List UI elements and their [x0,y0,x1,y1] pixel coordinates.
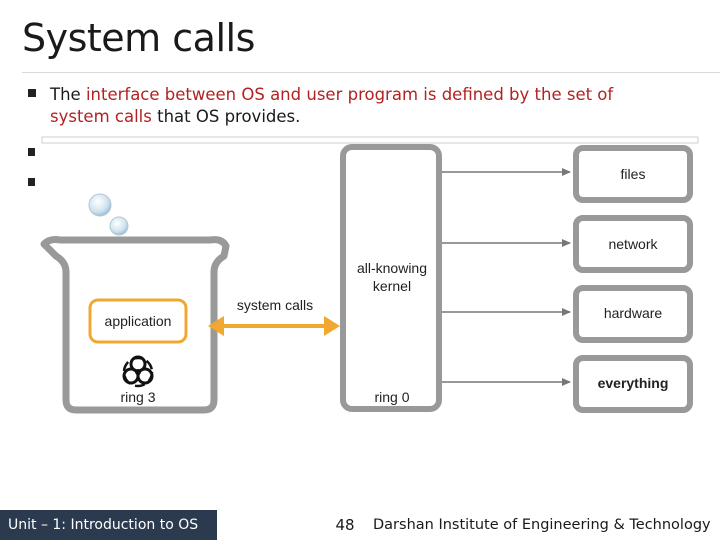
resource-files: files [573,145,693,203]
bullet-highlight-2: system calls [50,107,152,126]
kernel-label-line1: all-knowing [357,260,427,276]
system-calls-label: system calls [237,297,313,313]
footer-institute: Darshan Institute of Engineering & Techn… [373,517,711,533]
resource-network-label: network [608,236,658,252]
bullet-text-part1: The [50,85,86,104]
resource-everything-label: everything [598,375,669,391]
resource-files-label: files [621,166,646,182]
bullet-text-part2: that OS provides. [151,107,301,126]
bullet-text: The interface between OS and user progra… [50,84,712,128]
application-label: application [105,313,172,329]
hidden-bullet-marker [28,178,35,186]
biohazard-icon [122,355,154,388]
diagram-frame [41,136,699,144]
bullet-point: The interface between OS and user progra… [22,84,712,128]
resource-hardware-label: hardware [604,305,663,321]
system-calls-arrow [208,316,340,336]
resource-arrows [442,168,571,386]
kernel-box [340,144,442,412]
resource-network: network [573,215,693,273]
ring0-label: ring 0 [374,389,409,405]
hidden-bullet-marker [28,148,35,156]
slide-title: System calls [22,16,255,60]
ring3-label: ring 3 [120,389,155,405]
footer-page-number: 48 [335,516,355,534]
bullet-marker [28,89,36,97]
title-divider [22,72,720,73]
bullet-highlight-1: interface between OS and user program is… [85,85,614,104]
application-box [88,298,188,344]
resource-everything: everything [573,355,693,413]
kernel-label-line2: kernel [373,278,411,294]
resource-hardware: hardware [573,285,693,343]
footer-unit: Unit – 1: Introduction to OS [0,510,217,540]
